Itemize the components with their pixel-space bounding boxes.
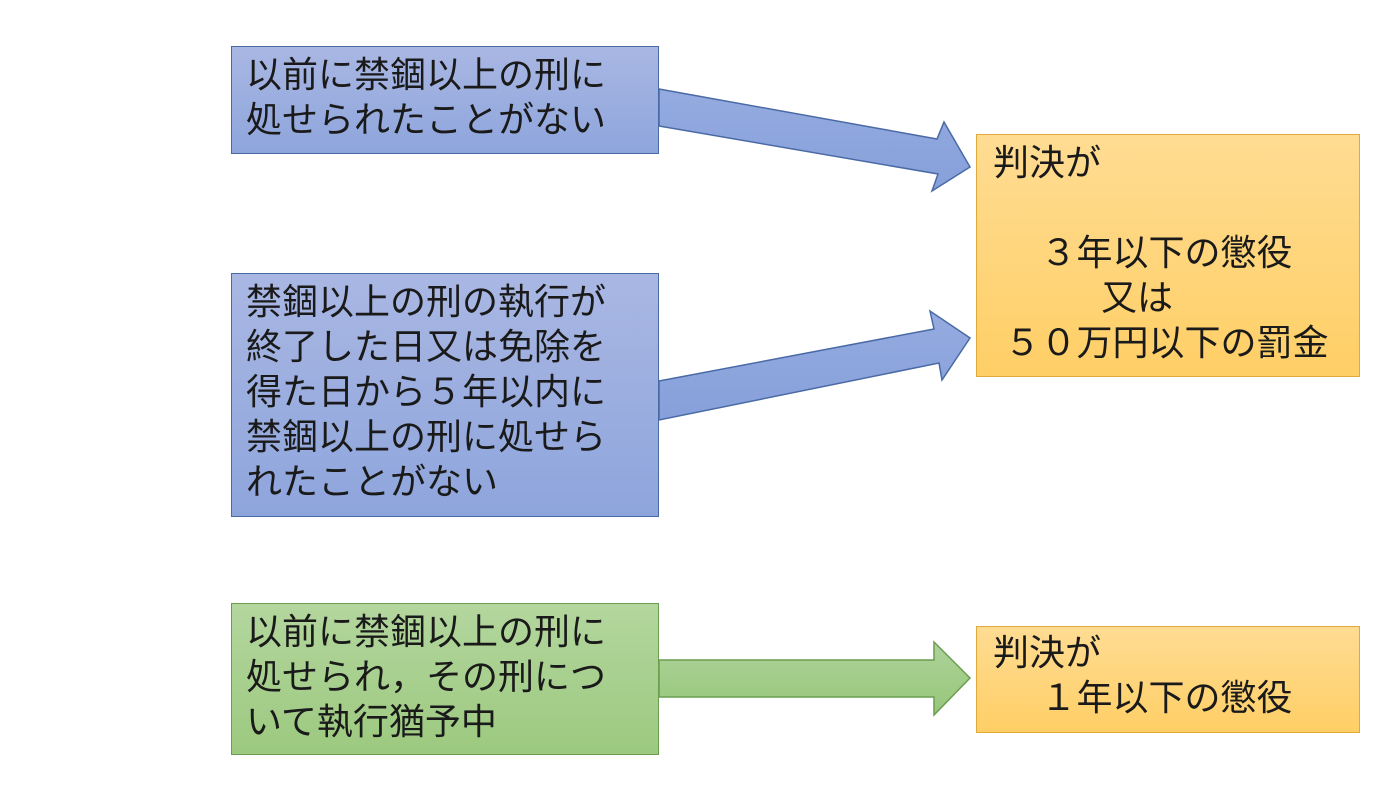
arrow-2: [658, 309, 972, 421]
result-box-one-year: 判決が １年以下の懲役: [976, 626, 1360, 733]
result-box-three-years-or-fine: 判決が ３年以下の懲役 又は ５０万円以下の罰金: [976, 134, 1360, 377]
arrow-1: [658, 88, 972, 193]
condition-box-five-years-after-sentence: 禁錮以上の刑の執行が 終了した日又は免除を 得た日から５年以内に 禁錮以上の刑に…: [231, 273, 659, 517]
condition-box-no-prior-imprisonment: 以前に禁錮以上の刑に 処せられたことがない: [231, 46, 659, 154]
arrow-3: [658, 640, 972, 717]
condition-box-on-suspended-sentence: 以前に禁錮以上の刑に 処せられ，その刑につ いて執行猶予中: [231, 603, 659, 755]
